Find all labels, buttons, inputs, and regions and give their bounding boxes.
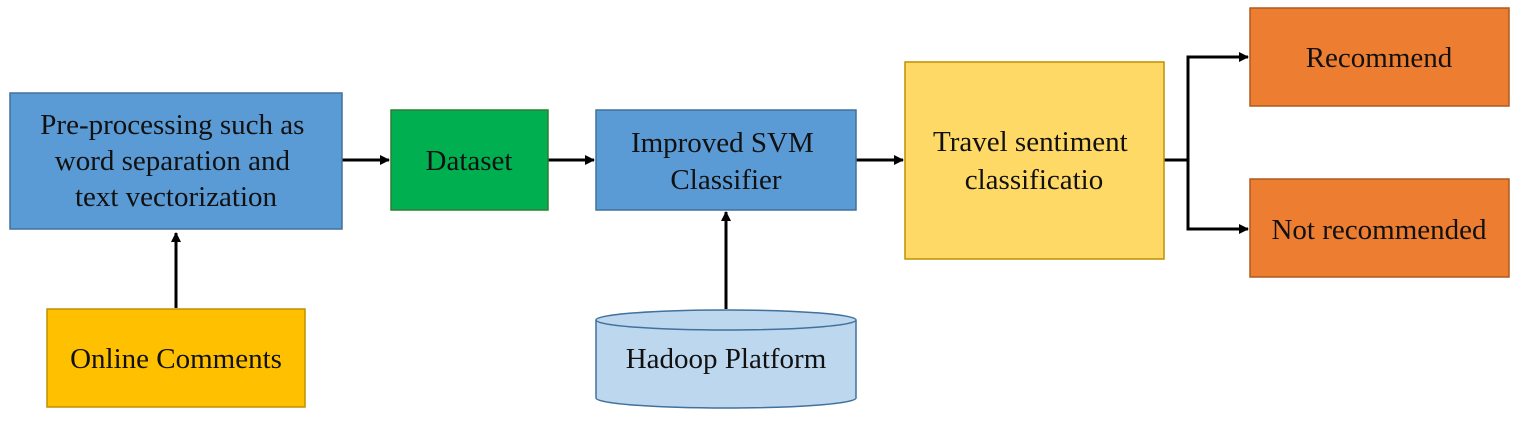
preprocessing-label-line-2: word separation and bbox=[55, 145, 291, 177]
preprocessing-label-line-3: text vectorization bbox=[75, 181, 278, 213]
svg-text:Not recommended: Not recommended bbox=[1271, 214, 1487, 246]
recommend-label: Recommend bbox=[1306, 42, 1453, 74]
dataset-box: Dataset bbox=[390, 109, 549, 211]
dataset-label: Dataset bbox=[426, 145, 513, 177]
arrow-travel-classification-to-not-recommended bbox=[1186, 160, 1249, 234]
svm-classifier-box: Improved SVM Classifier bbox=[595, 109, 857, 211]
travel-classification-label-line-2: classificatio bbox=[965, 164, 1104, 196]
svg-text:Hadoop Platform: Hadoop Platform bbox=[626, 343, 827, 375]
svm-classifier-label-line-1: Improved SVM bbox=[631, 127, 814, 159]
recommend-box: Recommend bbox=[1249, 7, 1510, 107]
travel-classification-label-line-1: Travel sentiment bbox=[933, 126, 1128, 158]
svg-text:Online Comments: Online Comments bbox=[70, 343, 282, 375]
not-recommended-label: Not recommended bbox=[1271, 214, 1487, 246]
preprocessing-label-line-1: Pre-processing such as bbox=[40, 109, 304, 141]
online-comments-label: Online Comments bbox=[70, 343, 282, 375]
arrow-travel-classification-to-recommend bbox=[1186, 52, 1249, 160]
hadoop-platform-label: Hadoop Platform bbox=[626, 343, 827, 375]
svg-text:Pre-processing such as w: Pre-processing such as word separation a… bbox=[40, 109, 311, 213]
svm-classifier-label-line-2: Classifier bbox=[670, 164, 781, 196]
online-comments-box: Online Comments bbox=[46, 308, 306, 408]
svg-text:Improved SVM Classifier: Improved SVM Classifier bbox=[631, 127, 821, 196]
preprocessing-box: Pre-processing such as word separation a… bbox=[9, 92, 343, 230]
svg-text:Dataset: Dataset bbox=[426, 145, 513, 177]
hadoop-platform-cylinder: Hadoop Platform bbox=[595, 309, 857, 409]
svg-text:Recommend: Recommend bbox=[1306, 42, 1453, 74]
connector-layer bbox=[171, 52, 1249, 309]
not-recommended-box: Not recommended bbox=[1249, 178, 1510, 278]
svg-text:Travel sentiment classif: Travel sentiment classificatio bbox=[933, 126, 1135, 196]
travel-classification-box: Travel sentiment classificatio bbox=[904, 61, 1165, 260]
